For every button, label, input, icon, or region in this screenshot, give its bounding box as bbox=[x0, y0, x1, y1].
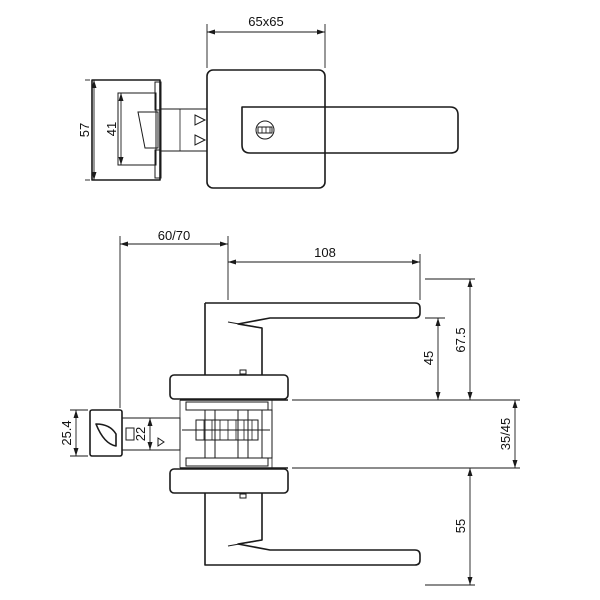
direction-triangle-icon bbox=[157, 437, 165, 447]
mechanism-bottom bbox=[185, 457, 269, 467]
top-view bbox=[91, 69, 459, 189]
label-top-height-outer: 57 bbox=[77, 123, 92, 137]
latch-plate-lower bbox=[154, 149, 162, 179]
mechanism-top bbox=[185, 401, 269, 411]
latch-bolt bbox=[95, 423, 117, 447]
latch-body bbox=[91, 79, 161, 181]
dimension-latch-tongue: 22 bbox=[133, 418, 153, 450]
lower-lever bbox=[204, 493, 421, 566]
spindle-marks bbox=[194, 114, 207, 146]
spindle-tube bbox=[160, 108, 208, 152]
label-upper-total: 67.5 bbox=[453, 327, 468, 352]
dimension-upper-drop: 45 bbox=[421, 318, 441, 400]
dimension-rose-size: 65x65 bbox=[206, 14, 326, 68]
latch-opening bbox=[117, 92, 157, 166]
extension-lines bbox=[292, 278, 520, 586]
latch-body-side bbox=[89, 409, 123, 457]
side-view bbox=[89, 302, 421, 566]
label-top-height-inner: 41 bbox=[104, 122, 119, 136]
label-rose-size: 65x65 bbox=[248, 14, 283, 29]
label-latch-tongue: 22 bbox=[133, 427, 148, 441]
upper-rose bbox=[169, 374, 289, 400]
label-latch-face: 25.4 bbox=[59, 420, 74, 445]
lever-handle-top bbox=[241, 106, 459, 154]
upper-lever bbox=[204, 302, 421, 375]
label-door-thickness: 35/45 bbox=[498, 418, 513, 451]
dimension-top-height-outer: 57 bbox=[77, 79, 97, 181]
dimension-latch-face: 25.4 bbox=[59, 409, 88, 457]
label-lower-drop: 55 bbox=[453, 519, 468, 533]
dimension-top-height-inner: 41 bbox=[104, 93, 124, 165]
key-slot-icon bbox=[257, 126, 273, 134]
key-cylinder-icon bbox=[255, 120, 275, 140]
dimension-backset: 60/70 bbox=[119, 228, 229, 408]
dimension-lower-drop: 55 bbox=[453, 468, 473, 585]
square-rose bbox=[206, 69, 326, 189]
dimension-lever-length: 108 bbox=[228, 245, 421, 300]
label-lever-length: 108 bbox=[314, 245, 336, 260]
label-upper-drop: 45 bbox=[421, 351, 436, 365]
dimension-upper-total: 67.5 bbox=[453, 279, 473, 400]
latch-tube bbox=[121, 417, 181, 451]
dimension-door-thickness: 35/45 bbox=[498, 400, 518, 468]
latch-tongue-top bbox=[137, 111, 159, 149]
lower-rose bbox=[169, 468, 289, 494]
latch-plate-upper bbox=[154, 81, 162, 111]
label-backset: 60/70 bbox=[158, 228, 191, 243]
